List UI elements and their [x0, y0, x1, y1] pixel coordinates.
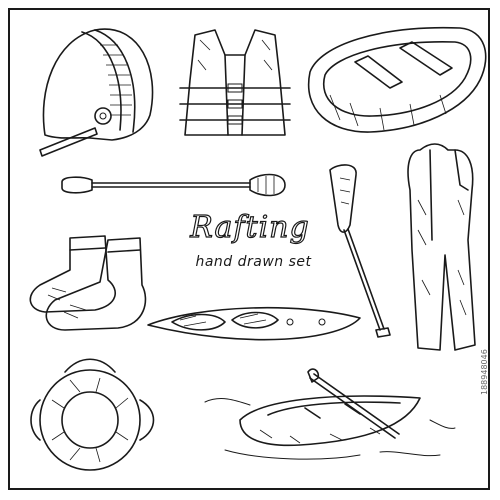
wetsuit-icon — [407, 143, 476, 351]
stock-id-label: 188948046 — [480, 349, 489, 395]
kayak-icon — [147, 306, 361, 341]
double-paddle-icon — [61, 173, 286, 197]
border-frame — [8, 8, 490, 490]
single-paddle-icon — [329, 164, 391, 338]
neoprene-boots-icon — [29, 235, 147, 331]
rowing-boat-icon — [204, 368, 456, 460]
helmet-icon — [39, 28, 154, 157]
life-vest-icon — [179, 29, 291, 136]
set-title: Rafting — [190, 209, 310, 245]
inflatable-raft-icon — [307, 26, 487, 133]
set-subtitle: hand drawn set — [195, 254, 312, 270]
life-ring-icon — [30, 358, 155, 471]
